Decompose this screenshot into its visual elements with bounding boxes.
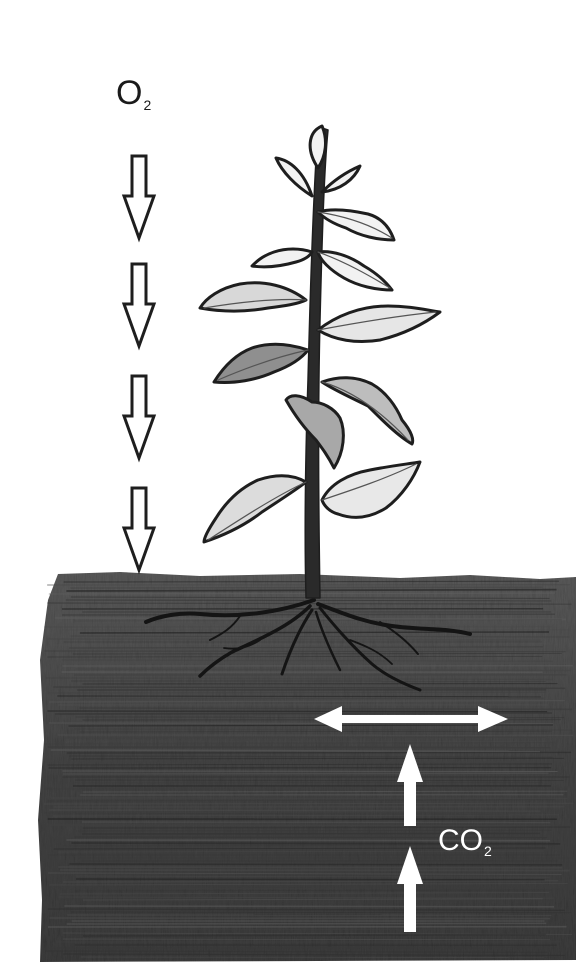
soil-streak (63, 737, 546, 738)
down-arrow-icon (124, 264, 154, 346)
down-arrow-icon (124, 488, 154, 570)
oxygen-label-subscript: 2 (143, 97, 151, 113)
soil-streak (53, 947, 548, 948)
soil-streak (49, 723, 553, 724)
soil-streak (64, 906, 554, 907)
soil-streak (69, 864, 562, 865)
soil-streak (63, 773, 549, 774)
down-arrow-icon (124, 156, 154, 238)
carbon-dioxide-label-main: CO (438, 824, 483, 857)
oxygen-label: O2 (116, 76, 151, 112)
soil-streak (58, 867, 562, 868)
oxygen-arrows (124, 156, 154, 570)
carbon-dioxide-label: CO2 (438, 826, 492, 858)
soil-streak (55, 713, 552, 714)
soil-streak (83, 827, 571, 828)
soil-streak (67, 752, 571, 753)
stem (305, 128, 328, 598)
soil-streak (50, 918, 550, 919)
soil-streak (60, 870, 570, 871)
soil-streak (57, 696, 541, 697)
soil-streak (45, 789, 567, 790)
soil-streak (47, 692, 545, 693)
carbon-dioxide-label-subscript: 2 (484, 843, 492, 859)
soil-streak (48, 747, 551, 748)
soil-streak (62, 771, 557, 772)
soil-streak (76, 879, 545, 880)
soil-streak (67, 923, 547, 924)
oxygen-label-main: O (116, 74, 142, 112)
soil-streak (44, 651, 565, 652)
down-arrow-icon (124, 376, 154, 458)
soil-streak (47, 711, 547, 712)
